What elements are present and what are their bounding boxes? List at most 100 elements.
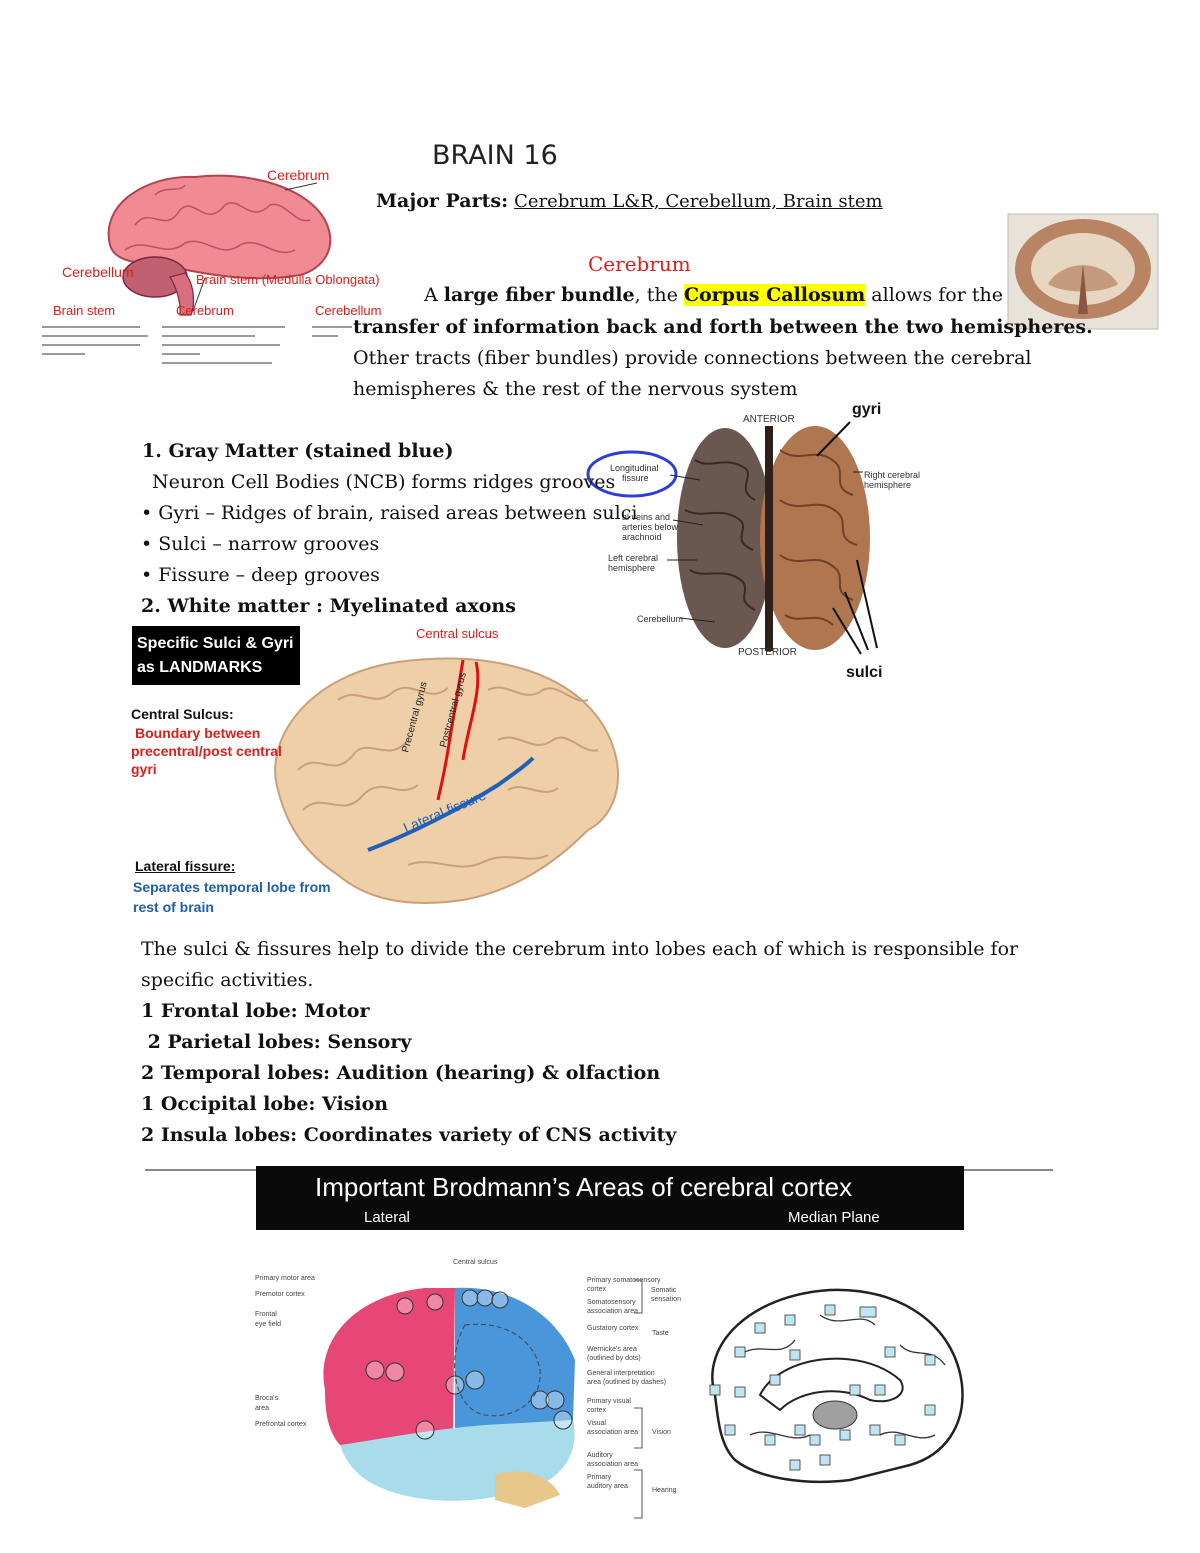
label-line: hemisphere — [864, 480, 912, 490]
lobe-item-insula: 2 Insula lobes: Coordinates variety of C… — [141, 1124, 677, 1146]
major-parts-label: Major Parts: — [376, 190, 509, 212]
lobes-intro-line2: specific activities. — [141, 969, 314, 991]
group-hearing-label: Hearing — [652, 1487, 677, 1494]
right-label: Primary — [587, 1474, 612, 1481]
label-line: Right cerebral — [864, 470, 921, 480]
brodmann-banner: Important Brodmann’s Areas of cerebral c… — [256, 1166, 964, 1230]
right-hemisphere-shape — [760, 426, 870, 650]
bullet-fissure: • Fissure – deep grooves — [141, 564, 380, 586]
text-segment: A — [424, 284, 444, 306]
lobe-item-temporal: 2 Temporal lobes: Audition (hearing) & o… — [141, 1062, 661, 1084]
right-label: Visual — [587, 1420, 606, 1427]
central-sulcus-desc: Boundary between precentral/post central… — [131, 724, 282, 778]
right-label: Wernicke's area — [587, 1346, 637, 1353]
brodmann-left-labels: Primary motor area Premotor cortex Front… — [255, 1274, 315, 1430]
right-hemisphere-label: Right cerebral hemisphere — [864, 470, 920, 490]
brodmann-right-labels: Primary somatosensory cortex Somatosenso… — [587, 1276, 666, 1491]
lateral-brain-figure: Precentral gyrus Postcentral gyrus Later… — [274, 657, 619, 904]
bullet-gyri: • Gyri – Ridges of brain, raised areas b… — [141, 502, 638, 524]
frontal-region — [323, 1288, 455, 1447]
posterior-label: POSTERIOR — [738, 647, 797, 658]
sulci-label: sulci — [846, 664, 883, 681]
page-title: BRAIN 16 — [432, 140, 558, 171]
longitudinal-fissure-label: Longitudinal fissure — [610, 463, 659, 483]
lateral-view-label: Lateral — [364, 1209, 410, 1226]
right-label: (outlined by dots) — [587, 1355, 641, 1362]
brodmann-median-figure — [709, 1288, 964, 1484]
desc-line: Separates temporal lobe from — [133, 879, 331, 895]
longitudinal-fissure-circle — [586, 450, 678, 498]
lateral-brain-shape — [274, 657, 619, 904]
superior-brain-figure — [586, 421, 878, 655]
anterior-label: ANTERIOR — [743, 414, 795, 425]
right-label: cortex — [587, 1286, 607, 1293]
label-line: fissure — [622, 473, 649, 483]
left-hemisphere-label: Left cerebral hemisphere — [608, 553, 658, 573]
large-fiber-bundle-text: large fiber bundle — [443, 284, 635, 306]
group-label: Somatic — [651, 1287, 677, 1294]
text-segment: , the — [634, 284, 684, 306]
lobe-item-frontal: 1 Frontal lobe: Motor — [141, 1000, 370, 1022]
cerebrum-paragraph-line2: transfer of information back and forth b… — [353, 316, 1093, 338]
desc-line: Boundary between — [135, 725, 261, 741]
major-parts: Major Parts: Cerebrum L&R, Cerebellum, B… — [376, 186, 883, 217]
label-line: arachnoid — [622, 532, 662, 542]
landmarks-box-line: as LANDMARKS — [137, 659, 263, 676]
left-label: area — [255, 1405, 270, 1412]
right-label: association area — [587, 1308, 638, 1315]
label-line: Left cerebral — [608, 553, 659, 563]
right-label: Somatosensory — [587, 1299, 636, 1306]
central-sulcus-title: Central Sulcus: — [131, 706, 234, 722]
tracts-paragraph-line2: hemispheres & the rest of the nervous sy… — [353, 378, 798, 400]
brodmann-central-sulcus-label: Central sulcus — [453, 1259, 498, 1266]
fig1-table-header-2: Cerebrum — [176, 303, 234, 318]
median-brain-outline — [711, 1288, 964, 1484]
landmarks-box-line: Specific Sulci & Gyri — [137, 635, 294, 652]
fig1-cerebellum-label: Cerebellum — [62, 264, 134, 280]
central-sulcus-line — [436, 659, 465, 801]
right-label: association area — [587, 1461, 638, 1468]
gray-matter-desc: Neuron Cell Bodies (NCB) forms ridges gr… — [152, 471, 616, 493]
fig1-table-header-1: Brain stem — [53, 303, 116, 318]
label-line: hemisphere — [608, 563, 656, 573]
cerebrum-heading: Cerebrum — [588, 252, 691, 276]
text-segment: allows for the — [865, 284, 1003, 306]
left-label: Primary motor area — [255, 1275, 315, 1282]
brodmann-title: Important Brodmann’s Areas of cerebral c… — [315, 1172, 853, 1202]
tracts-paragraph-line1: Other tracts (fiber bundles) provide con… — [353, 347, 1032, 369]
lateral-fissure-title: Lateral fissure: — [135, 858, 236, 874]
brodmann-lateral-figure — [323, 1287, 575, 1508]
veins-label: al veins and arteries below arachnoid — [622, 512, 678, 542]
left-label: Frontal — [255, 1311, 277, 1318]
central-sulcus-label: Central sulcus — [416, 626, 499, 641]
left-label: eye field — [255, 1321, 282, 1328]
fig1-cerebrum-label: Cerebrum — [267, 167, 330, 183]
group-taste-label: Taste — [652, 1330, 669, 1337]
brainstem-shape — [169, 272, 195, 316]
right-label: area (outlined by dashes) — [587, 1379, 666, 1386]
fig1-brainstem-label: Brain stem (Medulla Oblongata) — [196, 272, 380, 287]
brodmann-brackets — [634, 1279, 643, 1519]
label-line: Longitudinal — [610, 463, 659, 473]
left-label: Broca's — [255, 1395, 279, 1402]
label-line: al veins and — [622, 512, 671, 522]
cerebellum-region — [495, 1471, 560, 1508]
gray-matter-heading: 1. Gray Matter (stained blue) — [142, 440, 454, 462]
right-label: cortex — [587, 1407, 607, 1414]
left-label: Premotor cortex — [255, 1291, 305, 1298]
median-plane-label: Median Plane — [788, 1209, 880, 1226]
superior-cerebellum-label: Cerebellum — [637, 614, 684, 624]
desc-line: precentral/post central — [131, 743, 282, 759]
label-line: arteries below — [622, 522, 679, 532]
cerebrum-paragraph-line1: A large fiber bundle, the Corpus Callosu… — [424, 280, 1003, 311]
desc-line: rest of brain — [133, 899, 214, 915]
coronal-section-photo — [1007, 213, 1159, 330]
group-label: sensation — [651, 1296, 681, 1303]
group-vision-label: Vision — [652, 1429, 671, 1436]
lobe-item-parietal: 2 Parietal lobes: Sensory — [141, 1031, 412, 1053]
sagittal-brain-figure — [107, 174, 332, 316]
right-label: auditory area — [587, 1483, 628, 1490]
right-label: association area — [587, 1429, 638, 1436]
left-hemisphere-shape — [677, 428, 773, 648]
fig1-table-header-3: Cerebellum — [315, 303, 382, 318]
